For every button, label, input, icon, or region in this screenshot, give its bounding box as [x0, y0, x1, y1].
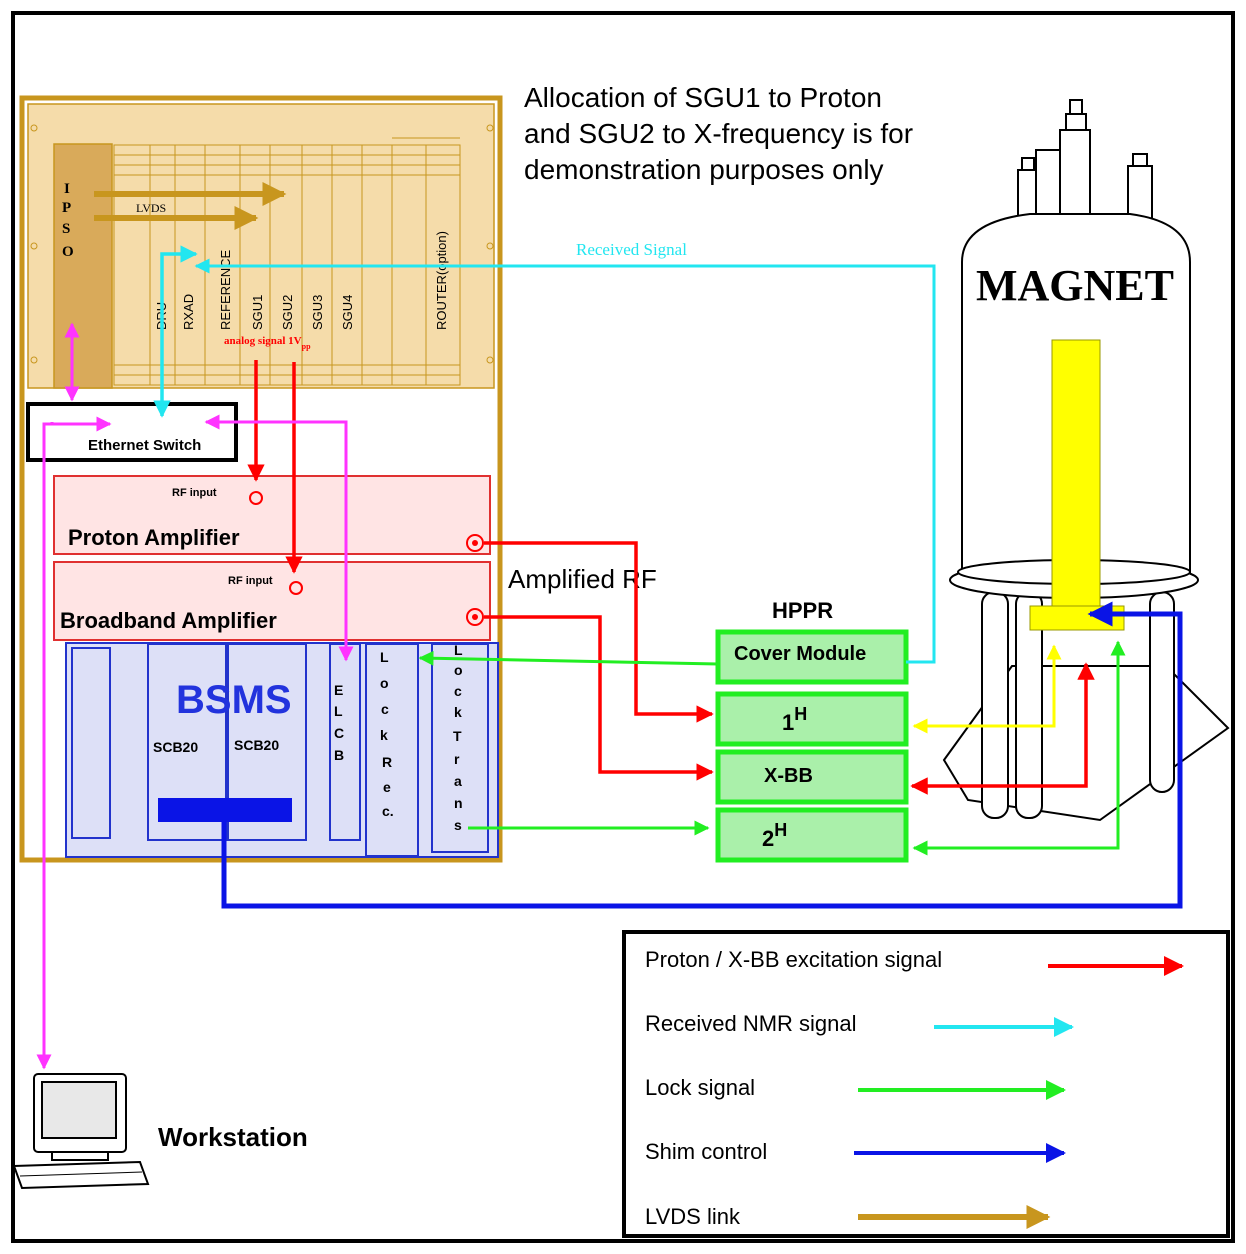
slot-label-sgu3: SGU3 — [310, 295, 325, 330]
ethernet-line-elcb — [204, 414, 354, 662]
slot-label-rxad: RXAD — [181, 294, 196, 330]
hppr-title: HPPR — [772, 598, 833, 623]
svg-text:L: L — [334, 703, 343, 719]
scb20-label: SCB20 — [153, 739, 198, 755]
proton-probe-line — [912, 644, 1062, 734]
svg-text:T: T — [453, 728, 462, 744]
svg-text:s: s — [454, 817, 462, 833]
rf-output-port — [466, 534, 484, 552]
svg-text:c.: c. — [382, 803, 394, 819]
svg-text:n: n — [454, 795, 463, 811]
svg-text:r: r — [454, 751, 460, 767]
rf-output-port — [466, 608, 484, 626]
workstation-label: Workstation — [158, 1122, 308, 1152]
legend-label-lock: Lock signal — [645, 1075, 755, 1100]
slot-label-sgu4: SGU4 — [340, 295, 355, 330]
excitation-line-proton — [484, 541, 714, 723]
hppr-module-2h — [715, 807, 909, 863]
ipso-letter: I — [64, 181, 70, 197]
ethernet-switch-label: Ethernet Switch — [88, 437, 201, 454]
shim-control-line — [221, 601, 1183, 909]
workstation-icon — [12, 1073, 150, 1190]
svg-text:c: c — [454, 683, 462, 699]
slot-label-router: ROUTER(option) — [434, 231, 449, 330]
hppr-cover-module — [715, 629, 909, 685]
proton-amplifier-label: Proton Amplifier — [68, 525, 240, 550]
hppr-module-xbb — [715, 749, 909, 805]
broadband-amplifier-label: Broadband Amplifier — [60, 608, 277, 633]
ethernet-line-workstation — [36, 416, 112, 1070]
ipso-letter: S — [62, 221, 70, 237]
amplified-rf-label: Amplified RF — [508, 564, 657, 594]
excitation-line-xbb — [484, 615, 714, 781]
cover-module-label: Cover Module — [734, 643, 866, 665]
lock-rec-label: L o c k R e c. — [380, 649, 394, 819]
svg-text:C: C — [334, 725, 344, 741]
legend-label-lvds: LVDS link — [645, 1204, 741, 1229]
svg-text:c: c — [381, 701, 389, 717]
allocation-note-line: and SGU2 to X-frequency is for — [524, 118, 913, 149]
analog-signal-label: analog signal 1Vpp — [224, 335, 311, 351]
svg-text:B: B — [334, 747, 344, 763]
ipso-module: I P S O — [53, 143, 113, 389]
rf-input-label: RF input — [228, 575, 273, 587]
legend-label-excitation: Proton / X-BB excitation signal — [645, 947, 942, 972]
ipso-letter: P — [62, 200, 71, 216]
ipso-letter: O — [62, 244, 74, 260]
bsms-unit — [65, 642, 499, 858]
svg-text:a: a — [454, 773, 462, 789]
elcb-label: E L C B — [334, 682, 344, 763]
svg-text:L: L — [454, 642, 463, 658]
lvds-label: LVDS — [136, 201, 166, 215]
svg-text:E: E — [334, 682, 343, 698]
legend-label-received: Received NMR signal — [645, 1011, 857, 1036]
svg-text:L: L — [380, 649, 389, 665]
probe-shaft — [1051, 339, 1101, 611]
allocation-note-line: demonstration purposes only — [524, 154, 884, 185]
bsms-label: BSMS — [176, 678, 292, 722]
probe-head — [1029, 605, 1125, 631]
legend-label-shim: Shim control — [645, 1139, 767, 1164]
lock-trans-label: L o c k T r a n s — [453, 642, 463, 833]
slot-label-sgu1: SGU1 — [250, 295, 265, 330]
magnet-label: MAGNET — [976, 261, 1174, 310]
legend: Proton / X-BB excitation signal Received… — [622, 930, 1230, 1238]
slot-label-sgu2: SGU2 — [280, 295, 295, 330]
received-signal-line-dru — [153, 245, 198, 418]
svg-text:o: o — [454, 662, 463, 678]
module-1h-label: 1H — [782, 704, 807, 735]
rf-input-label: RF input — [172, 487, 217, 499]
svg-text:o: o — [380, 675, 389, 691]
svg-text:k: k — [380, 727, 388, 743]
hppr-module-1h — [715, 691, 909, 747]
allocation-note-line: Allocation of SGU1 to Proton — [524, 82, 882, 113]
received-signal-label: Received Signal — [576, 240, 687, 259]
lock-line-probe — [912, 640, 1126, 856]
svg-text:k: k — [454, 704, 462, 720]
slot-label-reference: REFERENCE — [218, 249, 233, 330]
lock-line-cover — [418, 650, 719, 666]
module-2h-label: 2H — [762, 820, 787, 851]
module-xbb-label: X-BB — [764, 765, 813, 787]
svg-text:R: R — [382, 754, 392, 770]
scb20-label: SCB20 — [234, 737, 279, 753]
svg-text:e: e — [383, 779, 391, 795]
